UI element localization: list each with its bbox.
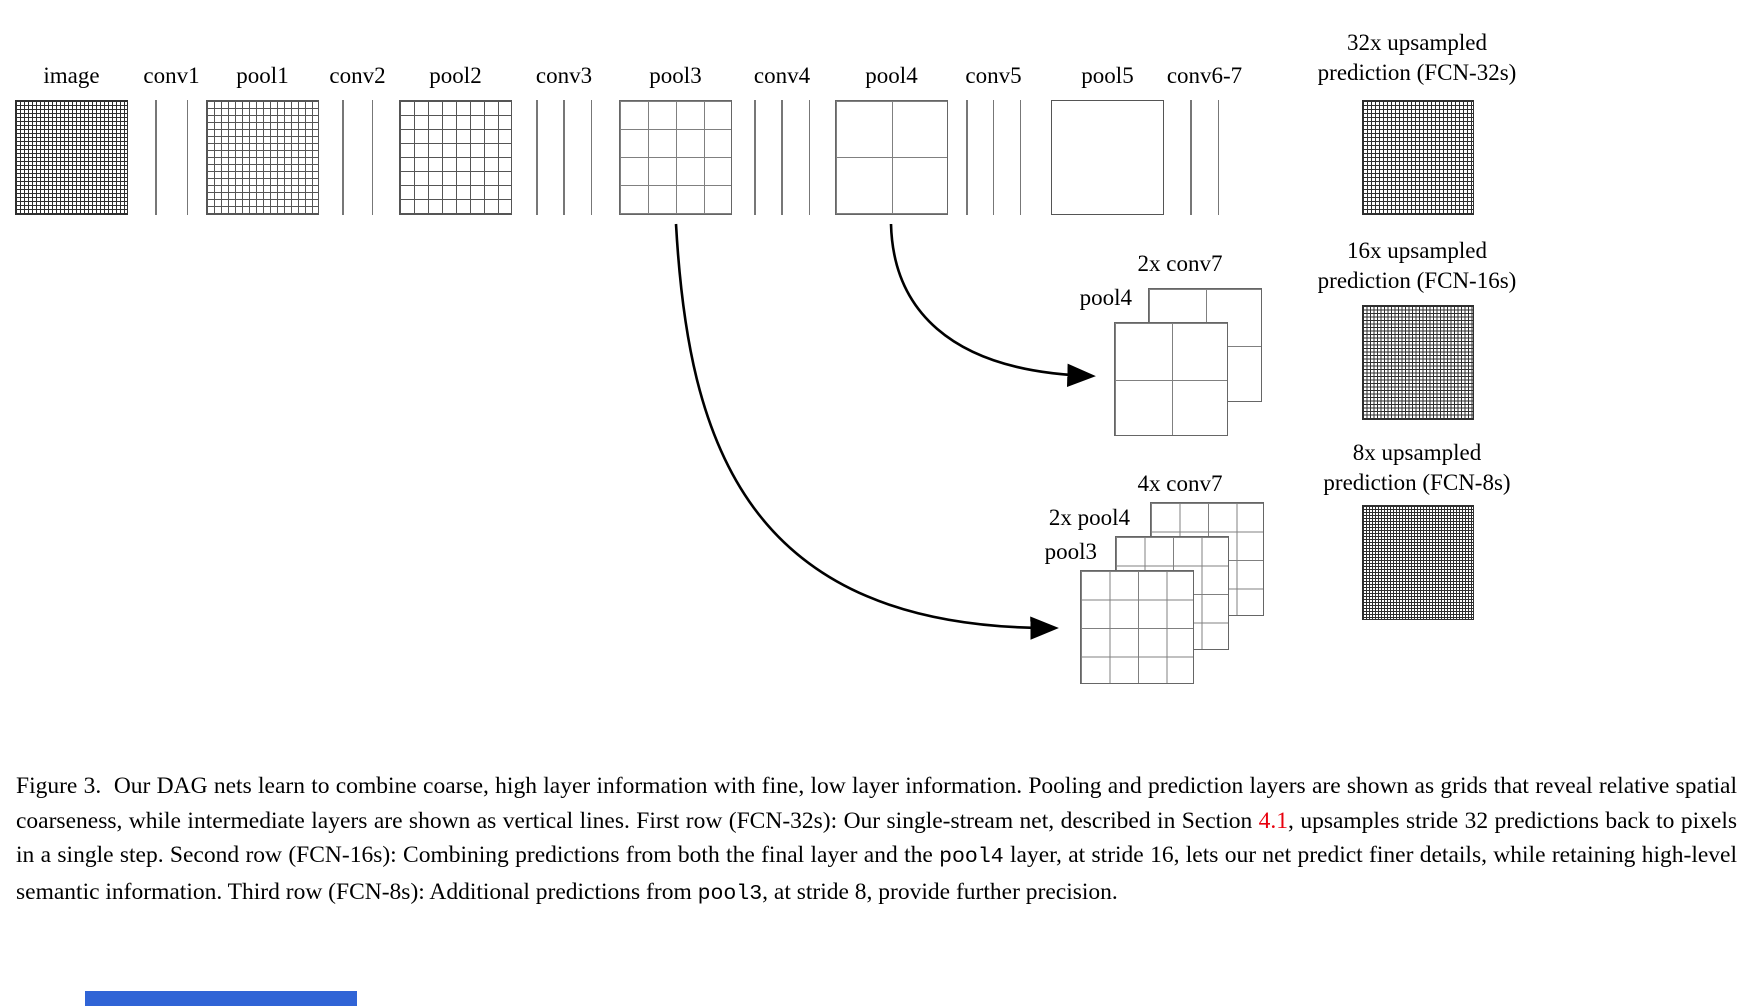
layer-pool2: pool2 [399,63,512,215]
pool3-skip-grid [1080,570,1194,684]
label-pool4-skip: pool4 [1079,285,1132,310]
layer-image: image [15,63,128,215]
conv1-lines [155,100,188,215]
conv-line [808,100,810,215]
conv-line [754,100,756,215]
caption-code-text: pool3 [697,881,763,906]
conv-line [590,100,592,215]
pool2-grid [399,100,512,215]
fcn8s-title-line2: prediction (FCN-8s) [1323,470,1511,495]
fcn8s-title-line1: 8x upsampled [1352,440,1482,465]
conv4-lines [754,100,810,215]
layer-label-conv2: conv2 [329,63,386,88]
conv-line [155,100,157,215]
label-4x-conv7: 4x conv7 [1137,471,1223,496]
conv-line [781,100,783,215]
fcn16s-title-line2: prediction (FCN-16s) [1317,268,1517,293]
caption-text: Figure 3. Our DAG nets learn to combine … [16,773,1737,834]
layer-label-conv4: conv4 [753,63,811,88]
layer-label-conv1: conv1 [143,63,200,88]
layer-label-conv5: conv5 [965,63,1022,88]
conv-line [966,100,968,215]
caption-text: layer, at stride 16, lets our net predic… [16,842,1737,905]
layer-pool3: pool3 [619,63,732,215]
layer-label-pool5: pool5 [1081,63,1134,88]
conv-line [186,100,188,215]
pool3-skip-arrow [674,223,1059,640]
section-4-1-link[interactable]: 4.1 [1258,807,1289,834]
conv-line [1019,100,1021,215]
caption-code-text: pool4 [939,845,1004,869]
layer-conv4: conv4 [754,63,810,215]
layer-conv1: conv1 [143,63,200,215]
layer-label-conv6-7: conv6-7 [1166,63,1243,88]
caption-text: , at stride 8, provide further precision… [762,878,1118,905]
fcn32s-title-line1: 32x upsampled [1347,30,1487,55]
layer-label-image: image [43,63,100,88]
conv-line [342,100,344,215]
conv-line [536,100,538,215]
layer-pool4: pool4 [835,63,948,215]
pool4-skip-grid [1114,322,1228,436]
image-grid [15,100,128,215]
label-pool3-skip: pool3 [1044,539,1097,564]
layer-label-pool3: pool3 [649,63,702,88]
fcn8s-prediction-grid [1362,505,1474,620]
fcn16s-title-line1: 16x upsampled [1347,238,1487,263]
layer-label-pool1: pool1 [236,63,289,88]
layer-conv6-7: conv6-7 [1167,63,1242,215]
conv-line [1217,100,1219,215]
caption-text: , upsamples stride 32 predictions back t… [16,807,1737,869]
conv6-7-lines [1190,100,1219,215]
label-2x-conv7: 2x conv7 [1137,251,1223,276]
fcn32s-title: 32x upsampled prediction (FCN-32s) [1282,28,1552,88]
conv2-lines [342,100,373,215]
pool4-grid [835,100,948,215]
pool3-grid [619,100,732,215]
conv5-lines [966,100,1021,215]
fcn16s-prediction-grid [1362,305,1474,420]
fcn32s-title-line2: prediction (FCN-32s) [1317,60,1517,85]
conv-line [992,100,995,215]
layer-pool5: pool5 [1051,63,1164,215]
fcn32s-prediction-grid [1362,100,1474,215]
conv-line [371,100,373,215]
fcn8s-title: 8x upsampled prediction (FCN-8s) [1282,438,1552,498]
pool5-grid [1051,100,1164,215]
layer-label-pool2: pool2 [429,63,482,88]
conv3-lines [536,100,592,215]
pool1-grid [206,100,319,215]
layer-label-pool4: pool4 [865,63,918,88]
layer-conv2: conv2 [329,63,386,215]
bottom-blue-bar [85,991,357,1006]
fcn16s-title: 16x upsampled prediction (FCN-16s) [1282,236,1552,296]
layer-pool1: pool1 [206,63,319,215]
label-2x-pool4: 2x pool4 [1048,505,1130,530]
conv-line [563,100,565,215]
layer-conv3: conv3 [536,63,592,215]
layer-conv5: conv5 [965,63,1022,215]
figure-caption: Figure 3. Our DAG nets learn to combine … [16,769,1737,911]
layer-label-conv3: conv3 [535,63,593,88]
conv-line [1190,100,1192,215]
